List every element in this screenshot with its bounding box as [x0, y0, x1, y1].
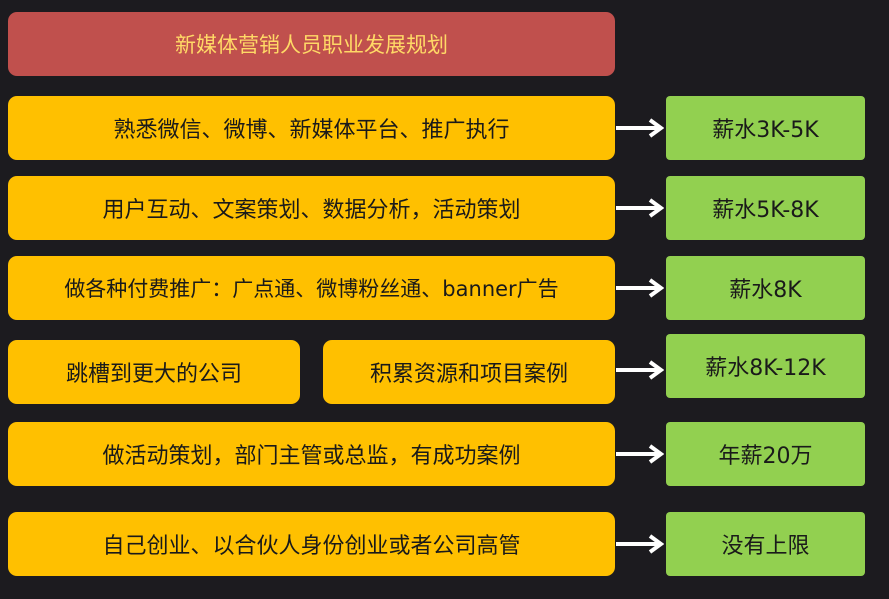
chart-title: 新媒体营销人员职业发展规划 [8, 12, 615, 76]
salary-1: 薪水3K-5K [666, 96, 865, 160]
arrow-icon [616, 444, 665, 464]
step-6: 自己创业、以合伙人身份创业或者公司高管 [8, 512, 615, 576]
arrow-icon [616, 534, 665, 554]
step-5: 做活动策划，部门主管或总监，有成功案例 [8, 422, 615, 486]
salary-2: 薪水5K-8K [666, 176, 865, 240]
salary-6: 没有上限 [666, 512, 865, 576]
arrow-icon [616, 360, 665, 380]
arrow-icon [616, 118, 665, 138]
salary-3: 薪水8K [666, 256, 865, 320]
step-3: 做各种付费推广：广点通、微博粉丝通、banner广告 [8, 256, 615, 320]
step-4b: 积累资源和项目案例 [323, 340, 615, 404]
step-1: 熟悉微信、微博、新媒体平台、推广执行 [8, 96, 615, 160]
arrow-icon [616, 198, 665, 218]
step-4a: 跳槽到更大的公司 [8, 340, 300, 404]
step-2: 用户互动、文案策划、数据分析，活动策划 [8, 176, 615, 240]
salary-5: 年薪20万 [666, 422, 865, 486]
salary-4: 薪水8K-12K [666, 334, 865, 398]
arrow-icon [616, 278, 665, 298]
